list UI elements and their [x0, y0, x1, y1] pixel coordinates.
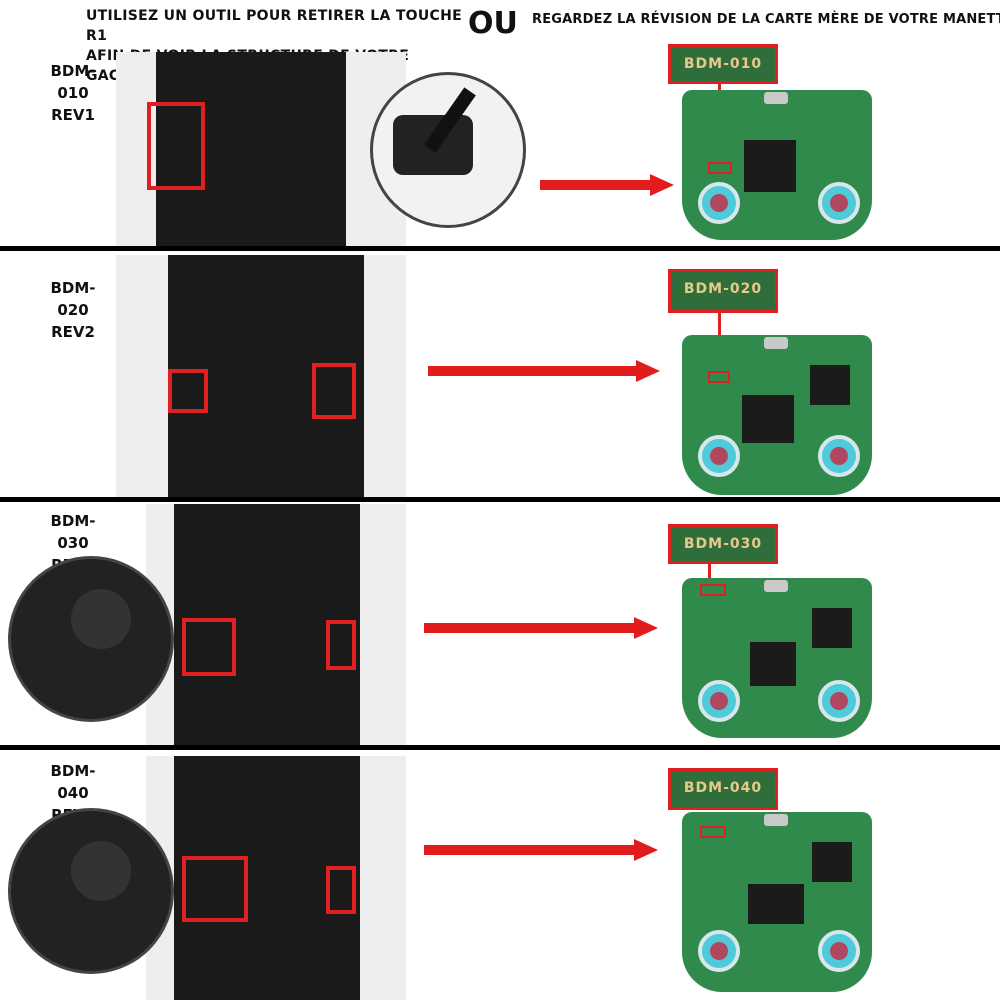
or-label: OU	[468, 6, 518, 41]
board-label: BDM-020	[668, 269, 778, 313]
pcb-board	[682, 90, 872, 240]
label-connector	[708, 564, 711, 586]
row-rev3: BDM-030 REV3 BDM-030	[0, 502, 1000, 746]
trigger-highlight-right	[312, 363, 356, 419]
trigger-photo	[116, 52, 406, 247]
trigger-highlight	[147, 102, 205, 190]
trigger-zoom	[8, 556, 174, 722]
instruction-left-line1: UTILISEZ UN OUTIL POUR RETIRER LA TOUCHE…	[86, 8, 462, 44]
trigger-photo	[116, 255, 406, 499]
rev-code: REV2	[51, 323, 95, 341]
row-divider	[0, 745, 1000, 750]
row-rev2: BDM-020 REV2 BDM-020	[0, 251, 1000, 499]
instruction-right: REGARDEZ LA RÉVISION DE LA CARTE MÈRE DE…	[532, 12, 1000, 27]
trigger-highlight-left	[182, 856, 248, 922]
row-rev4: BDM-040 REV4 BDM-040	[0, 750, 1000, 1000]
rev-label: BDM-020 REV2	[38, 277, 108, 343]
model-code: BDM-040	[50, 762, 96, 802]
model-code: BDM-010	[50, 62, 96, 102]
arrow-right	[540, 174, 674, 196]
model-code: BDM-030	[50, 512, 96, 552]
pcb-board	[682, 335, 872, 495]
trigger-highlight-left	[182, 618, 236, 676]
board-label: BDM-040	[668, 768, 778, 810]
row-rev1: BDM-010 REV1 BDM-010	[0, 0, 1000, 248]
trigger-highlight-right	[326, 620, 356, 670]
arrow-right	[424, 617, 658, 639]
trigger-highlight-right	[326, 866, 356, 914]
model-code: BDM-020	[50, 279, 96, 319]
rev-label: BDM-010 REV1	[38, 60, 108, 126]
tool-zoom	[370, 72, 526, 228]
row-divider	[0, 497, 1000, 502]
trigger-highlight-left	[168, 369, 208, 413]
arrow-right	[424, 839, 658, 861]
rev-code: REV1	[51, 106, 95, 124]
row-divider	[0, 246, 1000, 251]
pcb-board	[682, 812, 872, 992]
board-label: BDM-030	[668, 524, 778, 564]
trigger-zoom	[8, 808, 174, 974]
board-label: BDM-010	[668, 44, 778, 84]
arrow-right	[428, 360, 660, 382]
pcb-board	[682, 578, 872, 738]
